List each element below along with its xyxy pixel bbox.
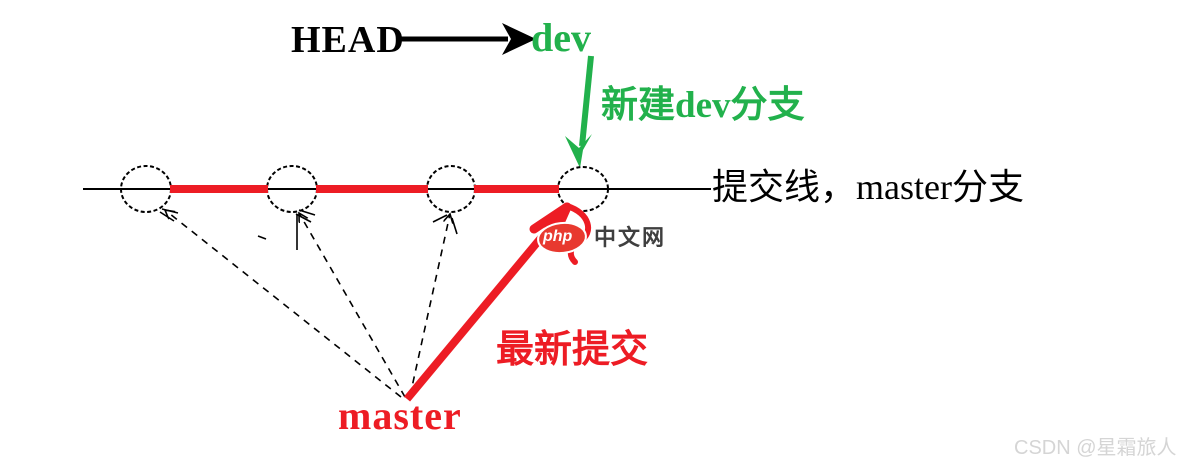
- head-label: HEAD: [291, 19, 405, 61]
- master-dashed-pointers: [159, 208, 458, 398]
- csdn-watermark: CSDN @星霜旅人: [1014, 437, 1177, 459]
- master-branch-label: master: [338, 393, 462, 438]
- php-logo-text: php: [543, 228, 573, 245]
- php-logo-balloon: [537, 221, 587, 255]
- new-dev-branch-arrow: [565, 55, 594, 168]
- head-to-dev-arrow: [398, 23, 536, 55]
- new-dev-branch-note: 新建dev分支: [601, 85, 805, 126]
- latest-commit-note: 最新提交: [496, 329, 649, 371]
- commit-line-note: 提交线，master分支: [712, 167, 1024, 207]
- dev-branch-label: dev: [531, 15, 591, 60]
- php-site-watermark: 中文网: [594, 225, 667, 250]
